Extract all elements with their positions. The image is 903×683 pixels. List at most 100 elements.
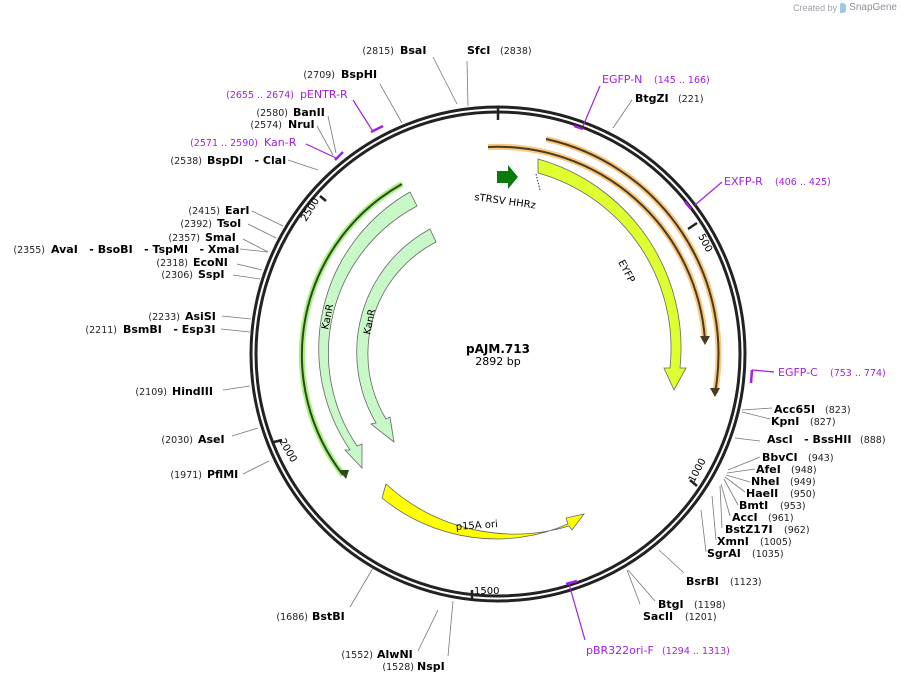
primer-egfp-n[interactable]: EGFP-N (145 .. 166) <box>602 73 710 86</box>
svg-text:HindIII: HindIII <box>172 385 213 398</box>
svg-text:(2306): (2306) <box>161 270 193 281</box>
svg-text:AscI - BssHII: AscI - BssHII <box>767 433 851 446</box>
svg-text:SacII: SacII <box>643 610 673 623</box>
svg-text:Kan-R: Kan-R <box>264 136 297 149</box>
enzyme-nhei[interactable]: NheI(949) <box>751 475 816 488</box>
enzyme-bstbi[interactable]: (1686)BstBI <box>276 610 344 623</box>
svg-text:SfcI: SfcI <box>467 44 490 57</box>
enzyme-bbvci[interactable]: BbvCI(943) <box>762 451 834 464</box>
enzyme-pflmi[interactable]: (1971) PflMI <box>170 468 238 481</box>
enzyme-btgzi[interactable]: BtgZI(221) <box>635 92 704 105</box>
enzyme-smai[interactable]: (2357)SmaI <box>168 231 236 244</box>
enzyme-bspdi-clai[interactable]: (2538)BspDI - ClaI <box>170 154 286 167</box>
feature-p15a-ori[interactable]: p15A ori <box>381 483 585 540</box>
enzyme-bsrbi[interactable]: BsrBI(1123) <box>686 575 762 588</box>
svg-text:BtgI: BtgI <box>658 598 684 611</box>
enzyme-bsai[interactable]: (2815) BsaI <box>362 44 426 57</box>
enzyme-asisi[interactable]: (2233)AsiSI <box>148 310 215 323</box>
enzyme-nrui[interactable]: (2574)NruI <box>250 118 314 131</box>
enzyme-alwni[interactable]: (1552)AlwNI <box>341 648 412 661</box>
svg-text:EGFP-N: EGFP-N <box>602 73 642 86</box>
svg-text:BsaI: BsaI <box>400 44 426 57</box>
svg-text:(1971): (1971) <box>170 470 202 481</box>
svg-text:TsoI: TsoI <box>217 217 241 230</box>
enzyme-eari[interactable]: (2415)EarI <box>188 204 249 217</box>
primer-pbr322ori-f[interactable]: pBR322ori-F (1294 .. 1313) <box>586 644 730 657</box>
svg-text:(2571 .. 2590): (2571 .. 2590) <box>190 138 258 149</box>
plasmid-length: 2892 bp <box>475 355 520 368</box>
svg-text:(1552): (1552) <box>341 650 373 661</box>
svg-text:(145 .. 166): (145 .. 166) <box>654 75 710 86</box>
svg-text:(753 .. 774): (753 .. 774) <box>830 368 886 379</box>
credit-prefix: Created by <box>793 2 838 13</box>
primer-leader-lines <box>305 85 775 641</box>
svg-text:(1201): (1201) <box>685 612 717 623</box>
tick-2500 <box>319 195 327 202</box>
svg-text:(823): (823) <box>825 405 851 416</box>
enzyme-labels-left: (1528)NspI (1552)AlwNI (1686)BstBI (1971… <box>13 44 444 673</box>
enzyme-acci[interactable]: AccI(961) <box>732 511 794 524</box>
enzyme-bstz17i[interactable]: BstZ17I(962) <box>725 523 810 536</box>
primer-exfp-r[interactable]: EXFP-R (406 .. 425) <box>724 175 831 188</box>
enzyme-asci-bsshii[interactable]: AscI - BssHII (888) <box>767 433 886 446</box>
feature-kanr-inner[interactable]: KanR <box>356 228 437 443</box>
enzyme-xmni[interactable]: XmnI(1005) <box>717 535 792 548</box>
tick-2000 <box>273 438 283 444</box>
svg-text:(2392): (2392) <box>180 219 212 230</box>
feature-label-strsv-hhrz: sTRSV HHRz <box>474 192 537 212</box>
enzyme-banii[interactable]: (2580)BanII <box>256 106 324 119</box>
svg-text:(961): (961) <box>768 513 794 524</box>
svg-text:HaeII: HaeII <box>746 487 778 500</box>
feature-label-kanr-inner: KanR <box>362 308 378 336</box>
svg-text:PflMI: PflMI <box>207 468 238 481</box>
svg-text:BstBI: BstBI <box>312 610 345 623</box>
enzyme-nspi[interactable]: (1528)NspI <box>382 660 444 673</box>
svg-text:NheI: NheI <box>751 475 780 488</box>
enzyme-afei[interactable]: AfeI(948) <box>756 463 817 476</box>
svg-text:AvaI - BsoBI - TspMI - X: AvaI - BsoBI - TspMI - XmaI <box>51 243 239 256</box>
enzyme-sgrai[interactable]: SgrAI(1035) <box>707 547 784 560</box>
enzyme-btgi[interactable]: BtgI (1198) <box>658 598 726 611</box>
credit-brand: SnapGene <box>849 2 897 13</box>
tick-label-500: 500 <box>695 232 714 254</box>
enzyme-sfci[interactable]: SfcI(2838) <box>467 44 532 57</box>
kanr-primer-arc <box>298 181 404 479</box>
enzyme-bmti[interactable]: BmtI(953) <box>739 499 806 512</box>
enzyme-asei[interactable]: (2030)AseI <box>161 433 224 446</box>
feature-eyfp[interactable]: EYFP <box>537 158 687 391</box>
feature-label-p15a-ori: p15A ori <box>455 519 498 533</box>
svg-text:(2574): (2574) <box>250 120 282 131</box>
svg-text:(2815): (2815) <box>362 46 394 57</box>
enzyme-econi[interactable]: (2318)EcoNI <box>156 256 227 269</box>
svg-text:(1294 .. 1313): (1294 .. 1313) <box>662 646 730 657</box>
enzyme-bsphi[interactable]: (2709)BspHI <box>303 68 377 81</box>
svg-text:(406 .. 425): (406 .. 425) <box>775 177 831 188</box>
svg-text:XmnI: XmnI <box>717 535 749 548</box>
svg-text:(2538): (2538) <box>170 156 202 167</box>
svg-text:(2211): (2211) <box>85 325 117 336</box>
enzyme-bsmbi-esp3i[interactable]: (2211)BsmBI - Esp3I <box>85 323 215 336</box>
enzyme-hindiii[interactable]: (2109)HindIII <box>135 385 213 398</box>
svg-text:EXFP-R: EXFP-R <box>724 175 763 188</box>
svg-text:(888): (888) <box>860 435 886 446</box>
enzyme-sspi[interactable]: (2306)SspI <box>161 268 224 281</box>
enzyme-avai-bsobi-tspmi-xmai[interactable]: (2355)AvaI - BsoBI - TspMI - XmaI <box>13 243 239 256</box>
enzyme-tsoi[interactable]: (2392) TsoI <box>180 217 241 230</box>
enzyme-haeii[interactable]: HaeII(950) <box>746 487 816 500</box>
primer-egfp-c[interactable]: EGFP-C (753 .. 774) <box>778 366 886 379</box>
svg-text:BsrBI: BsrBI <box>686 575 719 588</box>
primer-arc-inner <box>487 143 710 345</box>
primer-kan-r[interactable]: (2571 .. 2590) Kan-R <box>190 136 297 149</box>
svg-text:(2318): (2318) <box>156 258 188 269</box>
enzyme-acc65i[interactable]: Acc65I(823) <box>774 403 851 416</box>
enzyme-sacii[interactable]: SacII (1201) <box>643 610 717 623</box>
feature-kanr-outer[interactable]: KanR <box>318 191 418 470</box>
feature-strsv-hhrz[interactable]: sTRSV HHRz <box>474 165 541 212</box>
svg-text:EGFP-C: EGFP-C <box>778 366 818 379</box>
svg-text:(962): (962) <box>784 525 810 536</box>
svg-text:(1528): (1528) <box>382 662 414 673</box>
svg-text:(1198): (1198) <box>694 600 726 611</box>
primer-pentr-r[interactable]: (2655 .. 2674) pENTR-R <box>226 88 348 101</box>
enzyme-kpni[interactable]: KpnI(827) <box>771 415 836 428</box>
